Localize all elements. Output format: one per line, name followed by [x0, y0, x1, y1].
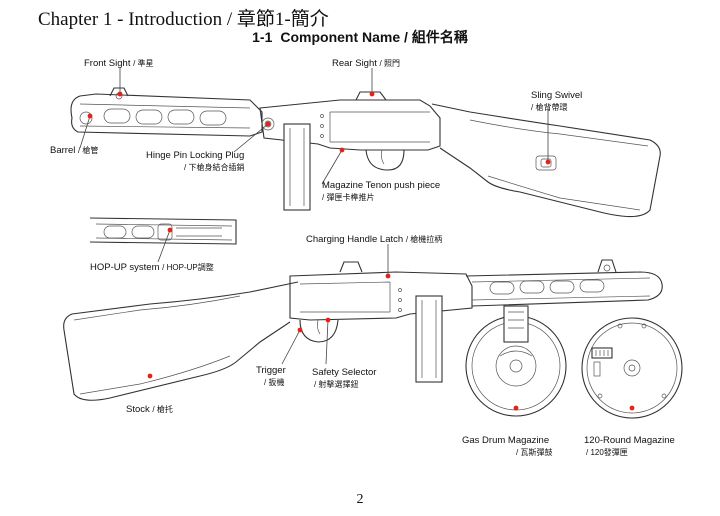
hop-up-detail	[89, 217, 237, 245]
top-rifle-illustration	[70, 87, 661, 218]
charging-handle-marker	[385, 273, 391, 279]
section-name: Component Name / 組件名稱	[280, 29, 468, 45]
trigger-marker	[297, 327, 303, 333]
round-magazine-marker	[629, 405, 635, 411]
section-title: 1-1 Component Name / 組件名稱	[0, 27, 720, 47]
label-front-sight: Front Sight / 準星	[84, 58, 154, 69]
label-round-magazine: 120-Round Magazine / 120發彈匣	[584, 435, 675, 457]
magazine-tenon-marker	[339, 147, 345, 153]
label-gas-drum: Gas Drum Magazine / 瓦斯彈鼓	[462, 435, 553, 457]
leader-lines	[79, 68, 549, 365]
sling-swivel-marker	[545, 159, 551, 165]
gas-drum-marker	[513, 405, 519, 411]
front-sight-marker	[117, 91, 123, 97]
label-barrel: Barrel / 槍管	[50, 145, 99, 156]
label-hinge-pin: Hinge Pin Locking Plug / 下槍身結合插銷	[146, 150, 245, 172]
label-rear-sight: Rear Sight / 照門	[332, 58, 400, 69]
section-number: 1-1	[252, 29, 273, 45]
label-safety-selector: Safety Selector / 射擊選擇鈕	[312, 367, 377, 389]
label-hop-up: HOP-UP system / HOP-UP調整	[90, 262, 214, 273]
label-magazine-tenon: Magazine Tenon push piece / 彈匣卡榫推片	[322, 180, 441, 202]
rear-sight-marker	[369, 91, 375, 97]
stock-marker	[147, 373, 153, 379]
page-number: 2	[356, 492, 364, 507]
label-trigger: Trigger / 扳機	[256, 365, 286, 387]
round-magazine-illustration	[581, 317, 683, 419]
hinge-pin-marker	[265, 121, 271, 127]
marker-dots	[87, 91, 635, 411]
label-sling-swivel: Sling Swivel / 槍背帶環	[531, 90, 583, 112]
label-stock: Stock / 槍托	[126, 404, 173, 415]
barrel-marker	[87, 113, 93, 119]
safety-selector-marker	[325, 317, 331, 323]
bottom-rifle-illustration	[63, 259, 663, 401]
chapter-title: Chapter 1 - Introduction / 章節1-簡介	[38, 9, 329, 30]
hop-up-marker	[167, 227, 173, 233]
gas-drum-illustration	[465, 305, 567, 417]
label-charging-handle: Charging Handle Latch / 槍機拉柄	[306, 234, 443, 245]
